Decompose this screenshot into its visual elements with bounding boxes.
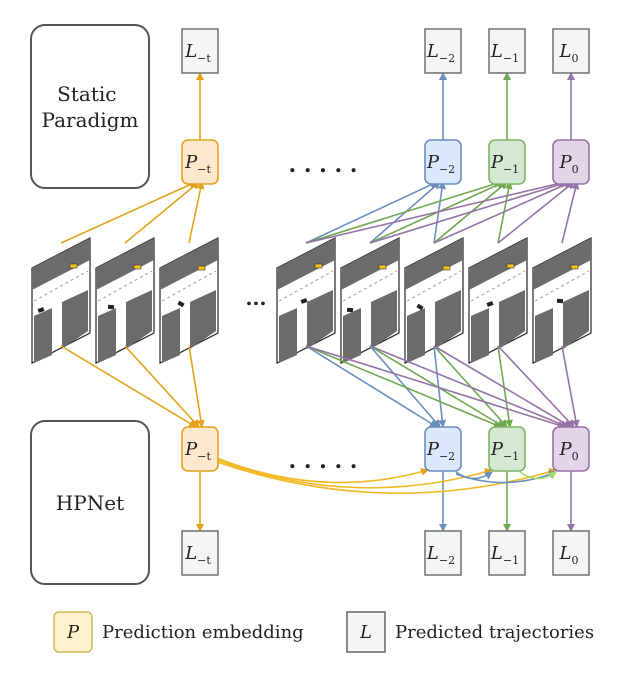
legend-embedding: P Prediction embedding bbox=[53, 611, 304, 653]
trajectory-node-bottom-3: L0 bbox=[552, 530, 590, 576]
embedding-node-label: P−t bbox=[184, 152, 211, 176]
trajectory-node-top-1: L−2 bbox=[424, 28, 462, 74]
scene-frame bbox=[340, 237, 400, 364]
hpnet-label: HPNet bbox=[56, 491, 124, 515]
trajectory-node-label: L−1 bbox=[490, 41, 519, 65]
scene-frame bbox=[276, 237, 336, 364]
nodes: P−tP−tL−tL−tP−2P−2L−2L−2P−1P−1L−1L−1P0P0… bbox=[181, 28, 590, 576]
legend: P Prediction embedding L Predicted traje… bbox=[53, 611, 594, 653]
trajectory-node-label: L−2 bbox=[426, 543, 455, 567]
embedding-node-bottom-1: P−2 bbox=[424, 426, 462, 472]
embedding-node-label: P−1 bbox=[490, 152, 519, 176]
legend-trajectory: L Predicted trajectories bbox=[346, 611, 594, 653]
scene-frame bbox=[159, 237, 219, 364]
trajectory-node-top-0: L−t bbox=[181, 28, 219, 74]
trajectory-node-label: L−2 bbox=[426, 41, 455, 65]
edges-front bbox=[60, 345, 580, 494]
legend-embedding-symbol: P bbox=[66, 622, 80, 643]
embedding-node-bottom-0: P−t bbox=[181, 426, 219, 472]
scene-frame bbox=[31, 237, 91, 364]
embedding-node-label: P−1 bbox=[490, 439, 519, 463]
scene-frame bbox=[95, 237, 155, 364]
bottom-ellipsis: . . . . . bbox=[289, 448, 358, 474]
embedding-node-label: P0 bbox=[558, 152, 578, 176]
embedding-node-label: P−t bbox=[184, 439, 211, 463]
trajectory-node-top-3: L0 bbox=[552, 28, 590, 74]
embedding-node-label: P−2 bbox=[426, 152, 455, 176]
trajectory-node-label: L0 bbox=[559, 543, 579, 567]
legend-embedding-label: Prediction embedding bbox=[102, 622, 304, 643]
trajectory-node-label: L−t bbox=[184, 41, 211, 65]
embedding-node-label: P−2 bbox=[426, 439, 455, 463]
static-paradigm-box: Static Paradigm bbox=[30, 24, 150, 189]
embedding-node-top-2: P−1 bbox=[488, 139, 526, 185]
trajectory-node-bottom-1: L−2 bbox=[424, 530, 462, 576]
hpnet-box: HPNet bbox=[30, 420, 150, 585]
embedding-node-top-1: P−2 bbox=[424, 139, 462, 185]
trajectory-node-label: L−t bbox=[184, 543, 211, 567]
legend-trajectory-symbol: L bbox=[359, 622, 372, 643]
scene-frames bbox=[31, 237, 592, 364]
top-ellipsis: . . . . . bbox=[289, 152, 358, 178]
scene-frame bbox=[404, 237, 464, 364]
static-paradigm-label: Static Paradigm bbox=[42, 82, 139, 132]
scene-frame bbox=[468, 237, 528, 364]
trajectory-node-label: L0 bbox=[559, 41, 579, 65]
embedding-node-top-3: P0 bbox=[552, 139, 590, 185]
frame-ellipsis: ... bbox=[246, 286, 267, 310]
trajectory-node-top-2: L−1 bbox=[488, 28, 526, 74]
embedding-node-bottom-3: P0 bbox=[552, 426, 590, 472]
scene-frame bbox=[532, 237, 592, 364]
trajectory-node-bottom-2: L−1 bbox=[488, 530, 526, 576]
trajectory-node-label: L−1 bbox=[490, 543, 519, 567]
edges-behind bbox=[60, 72, 580, 532]
legend-trajectory-label: Predicted trajectories bbox=[395, 622, 594, 643]
embedding-node-label: P0 bbox=[558, 439, 578, 463]
trajectory-node-bottom-0: L−t bbox=[181, 530, 219, 576]
embedding-node-top-0: P−t bbox=[181, 139, 219, 185]
embedding-node-bottom-2: P−1 bbox=[488, 426, 526, 472]
